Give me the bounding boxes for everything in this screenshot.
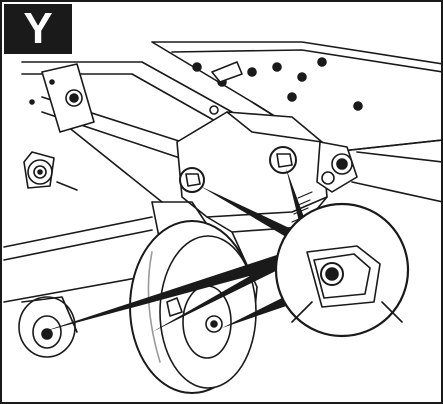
deck-plate [151,41,441,153]
anti-scalp-roller [18,296,78,358]
frame-rails [3,61,233,303]
deck-bolt [209,105,219,115]
left-bolt-cluster [23,151,78,191]
right-bolt-assembly [316,141,441,203]
left-pivot-bracket [29,63,95,133]
deck-clip [211,61,243,83]
deck-hole [247,67,257,77]
deck-hole [297,72,307,82]
deck-hole [317,57,327,67]
housing-bolt-left [179,167,205,193]
deck-hole [272,62,282,72]
step-letter-badge: Y [4,4,72,54]
deck-hole [287,92,297,102]
caster-housing [151,111,328,343]
housing-bolt-right [269,146,297,174]
magnified-fastener-callout [274,202,410,338]
deck-hole [192,62,202,72]
deck-hole [353,101,363,111]
caster-wheel [129,220,257,394]
